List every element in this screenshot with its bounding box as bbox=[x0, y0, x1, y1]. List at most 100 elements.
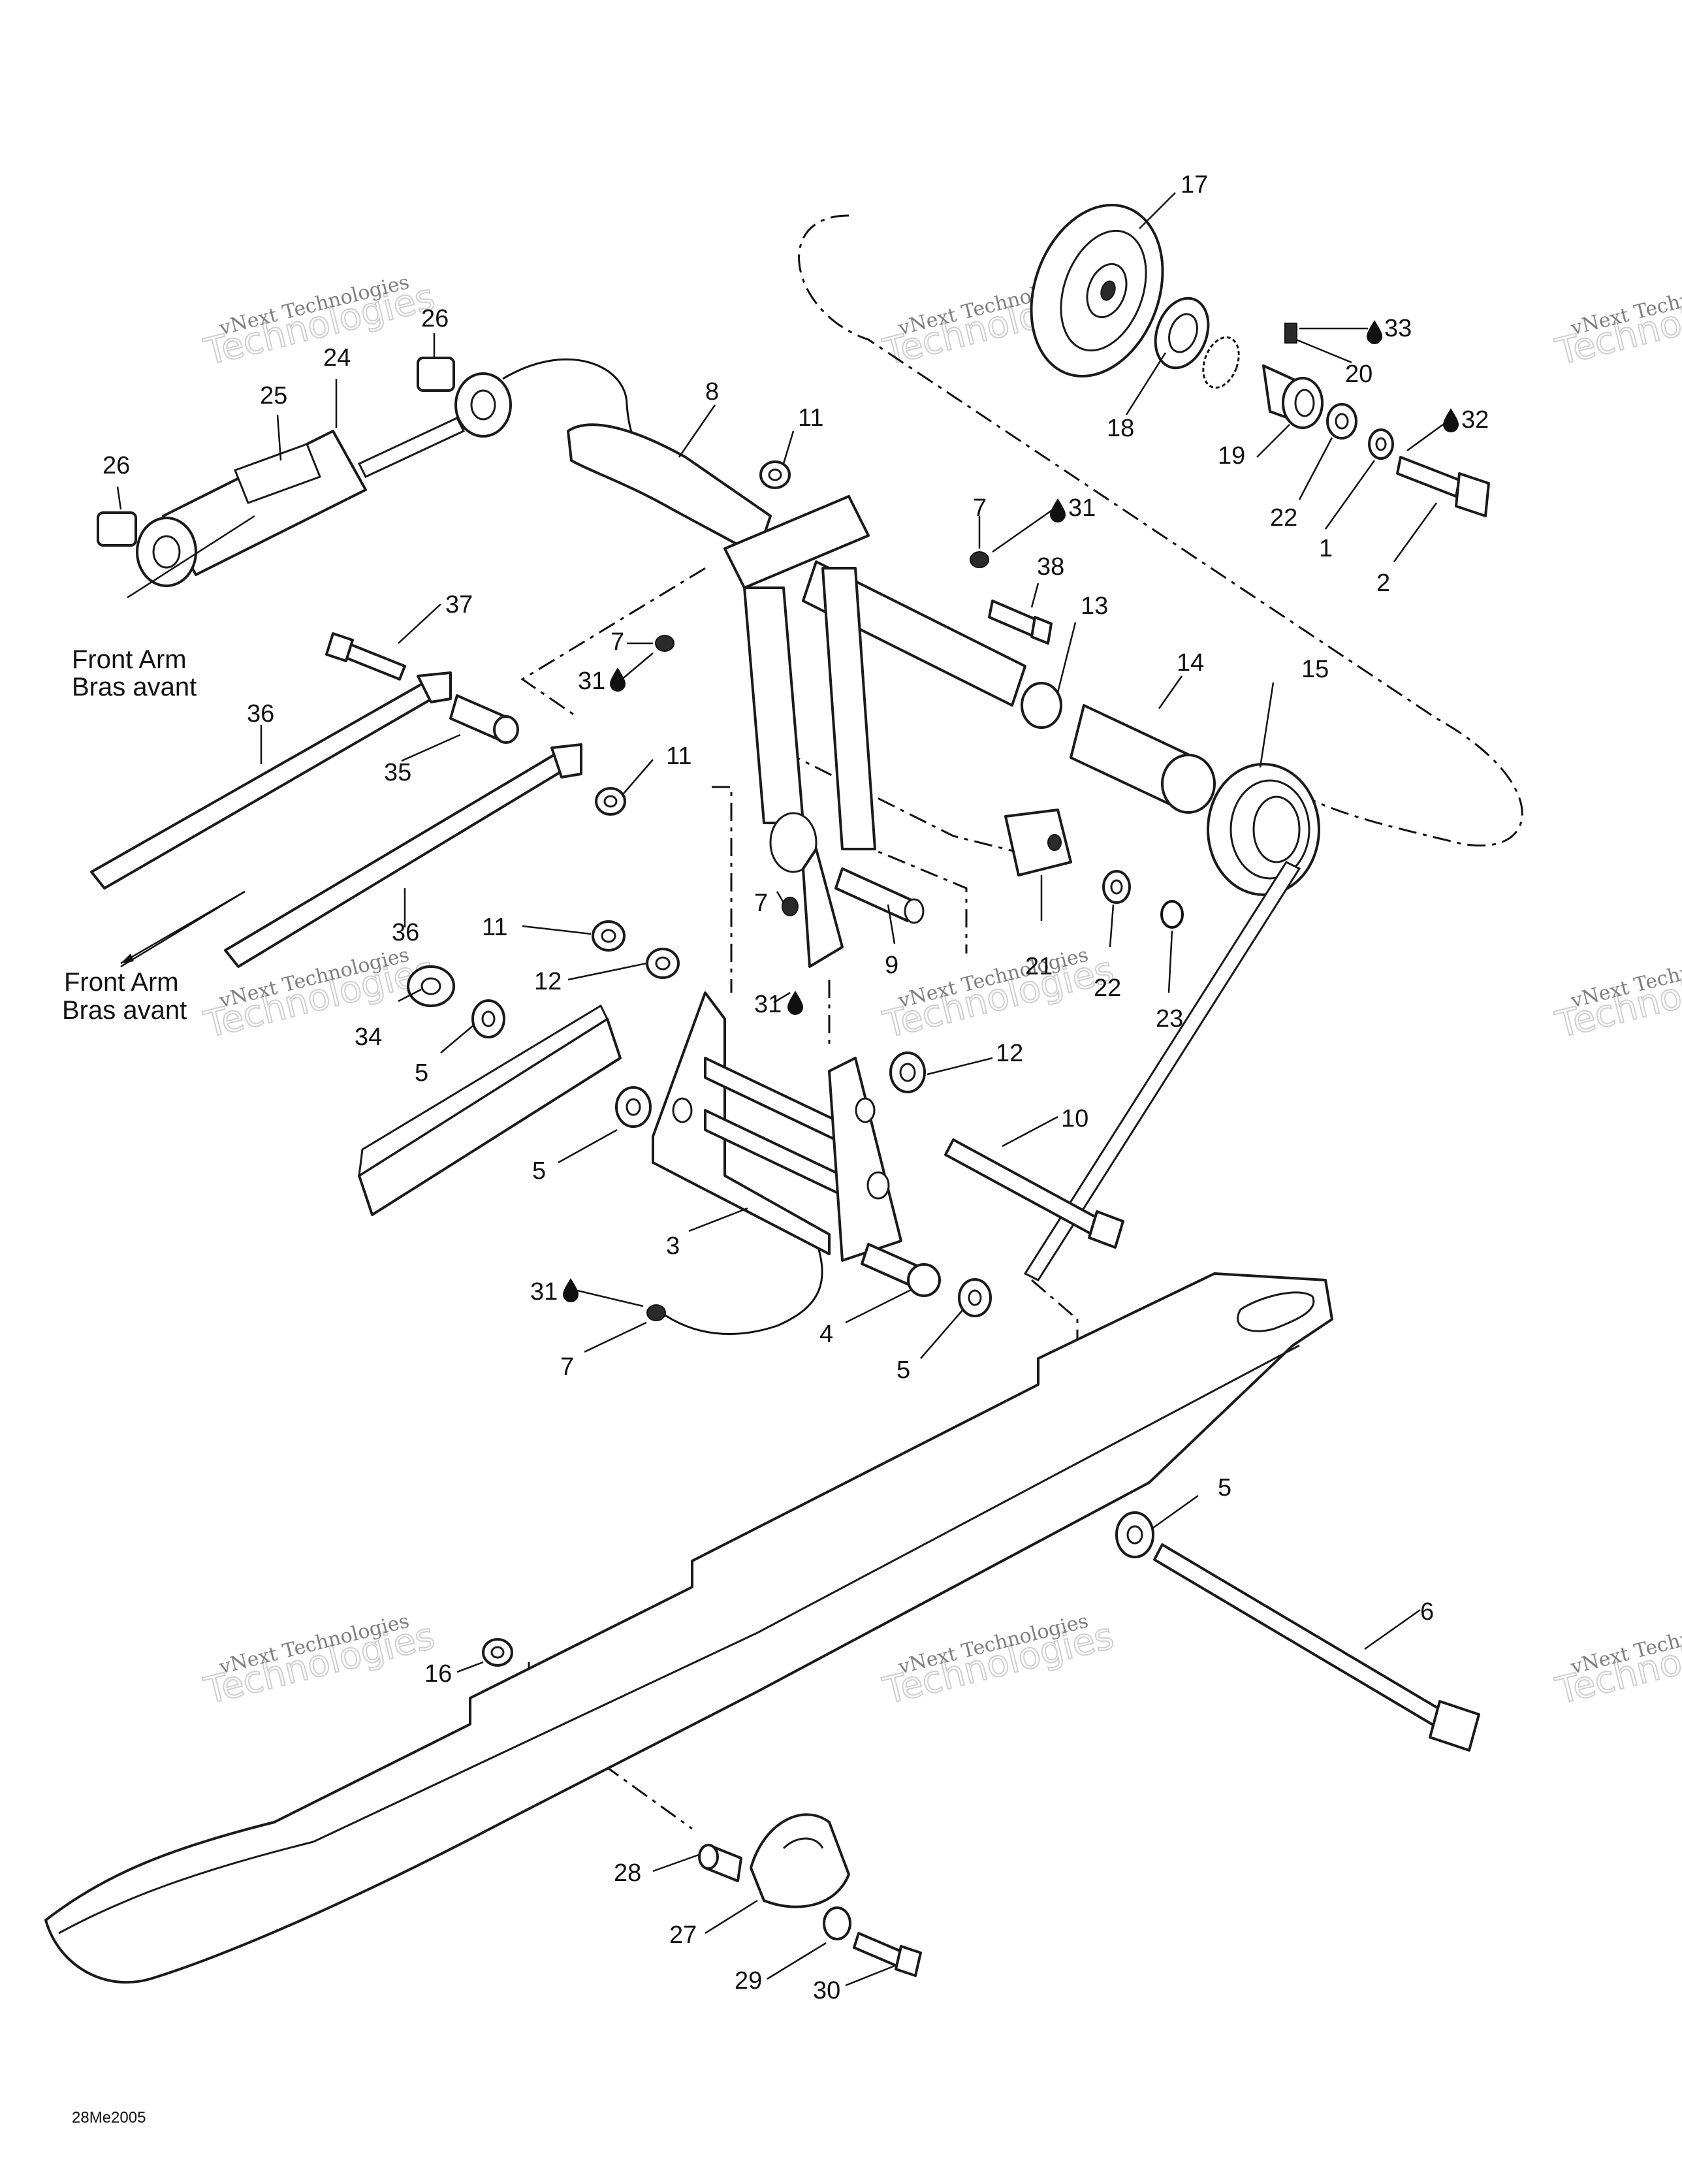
front-arm-note-en: Front Arm bbox=[72, 645, 187, 674]
spacer-tube-14 bbox=[1070, 704, 1216, 814]
callout-21: 21 bbox=[1025, 953, 1053, 980]
callout-5-a: 5 bbox=[415, 1059, 428, 1087]
callout-14: 14 bbox=[1177, 649, 1204, 677]
stopper-34 bbox=[407, 965, 455, 1007]
callout-labels: 17 18 19 20 33 22 1 2 32 14 15 13 38 31 … bbox=[103, 171, 1489, 2004]
slider-rail bbox=[358, 1004, 622, 1216]
callout-33: 33 bbox=[1384, 315, 1412, 342]
callout-6: 6 bbox=[1420, 1598, 1434, 1626]
grease-fitting-7-c bbox=[782, 897, 799, 916]
callout-31-c: 31 bbox=[754, 991, 782, 1018]
washer-12-left bbox=[646, 948, 680, 979]
nut-11-mid bbox=[595, 787, 626, 816]
callout-34: 34 bbox=[355, 1023, 382, 1051]
grease-drop-icon bbox=[1367, 320, 1382, 344]
slide-rail-runner bbox=[44, 1272, 1333, 1984]
callout-5-d: 5 bbox=[1218, 1474, 1231, 1502]
callout-26-lower: 26 bbox=[103, 452, 130, 479]
idler-wheel-17 bbox=[1030, 204, 1164, 377]
bolt-38 bbox=[988, 600, 1053, 645]
callout-22-lower: 22 bbox=[1094, 974, 1121, 1002]
callout-31-a: 31 bbox=[1068, 494, 1096, 522]
set-screw-20 bbox=[1284, 323, 1297, 344]
grease-drop-icon bbox=[1050, 498, 1066, 522]
callout-11-mid: 11 bbox=[666, 743, 691, 770]
callout-7-b: 7 bbox=[611, 628, 624, 656]
bushing-26-lower bbox=[97, 511, 137, 547]
pivot-link-assembly bbox=[723, 495, 876, 968]
stopper-27 bbox=[750, 1813, 850, 1908]
callout-36-lower: 36 bbox=[392, 919, 419, 946]
callout-9: 9 bbox=[885, 952, 898, 979]
arm-8 bbox=[567, 423, 772, 556]
bracket-3 bbox=[652, 991, 902, 1262]
relation-curve bbox=[652, 1240, 823, 1335]
bolt-30 bbox=[853, 1932, 922, 1977]
callout-20: 20 bbox=[1345, 361, 1373, 388]
callout-12-right: 12 bbox=[996, 1040, 1023, 1067]
front-arm-note-en: Front Arm bbox=[64, 968, 179, 997]
front-arm-note-fr: Bras avant bbox=[72, 673, 197, 701]
link-rod-36-lower bbox=[224, 743, 582, 968]
callout-26-upper: 26 bbox=[421, 305, 449, 332]
bolt-10 bbox=[944, 1138, 1124, 1249]
axle-4 bbox=[861, 1243, 941, 1297]
callout-24: 24 bbox=[323, 344, 351, 372]
lock-washer-1 bbox=[1368, 428, 1394, 460]
callout-25: 25 bbox=[260, 382, 287, 410]
grease-fitting-7-b bbox=[655, 635, 674, 652]
spacer-28 bbox=[698, 1844, 742, 1882]
callout-35: 35 bbox=[384, 759, 411, 786]
callout-17: 17 bbox=[1181, 171, 1208, 199]
callout-7-a: 7 bbox=[973, 494, 987, 522]
callout-8: 8 bbox=[705, 378, 719, 406]
callout-18: 18 bbox=[1107, 415, 1134, 442]
washer-5-a bbox=[471, 999, 505, 1038]
bolt-37 bbox=[325, 632, 406, 681]
front-arm-notes: Front Arm Bras avant Front Arm Bras avan… bbox=[62, 645, 197, 1025]
callout-16: 16 bbox=[424, 1660, 452, 1688]
front-arm-note-fr: Bras avant bbox=[62, 996, 187, 1025]
callout-12-left: 12 bbox=[534, 968, 562, 995]
callout-19: 19 bbox=[1218, 442, 1245, 470]
link-rod-36-upper bbox=[90, 671, 452, 890]
callout-5-b: 5 bbox=[532, 1157, 546, 1185]
stopper-21 bbox=[1004, 809, 1072, 876]
nut-11-low bbox=[592, 920, 626, 952]
circlip-23 bbox=[1160, 900, 1184, 929]
callout-28: 28 bbox=[614, 1859, 641, 1887]
callout-13: 13 bbox=[1081, 592, 1108, 620]
callout-31-d: 31 bbox=[530, 1278, 558, 1306]
callout-32: 32 bbox=[1461, 406, 1489, 434]
grease-fitting-7-d bbox=[646, 1304, 666, 1321]
callout-7-d: 7 bbox=[560, 1353, 574, 1381]
washer-5-b bbox=[615, 1086, 652, 1128]
washer-22-lower bbox=[1102, 870, 1131, 904]
bearing-18 bbox=[1154, 297, 1210, 370]
bushing-26-upper bbox=[417, 357, 455, 392]
callout-36-upper: 36 bbox=[247, 700, 274, 728]
grease-fitting-7-a bbox=[970, 551, 989, 568]
callout-31-b: 31 bbox=[578, 667, 605, 695]
shock-absorber-24 bbox=[136, 372, 512, 587]
callout-4: 4 bbox=[819, 1321, 833, 1348]
grease-drop-icon bbox=[610, 667, 626, 692]
callout-15: 15 bbox=[1301, 656, 1329, 683]
bolt-2 bbox=[1396, 456, 1490, 517]
callout-38: 38 bbox=[1037, 553, 1064, 581]
callout-11-top: 11 bbox=[798, 404, 823, 432]
grease-drop-icon bbox=[563, 1278, 579, 1302]
washer-5-c bbox=[958, 1278, 992, 1317]
label-sticker-25 bbox=[234, 443, 321, 504]
washer-12-right bbox=[889, 1052, 926, 1093]
washer-5-d bbox=[1115, 1511, 1154, 1558]
callout-27: 27 bbox=[669, 1921, 697, 1949]
washer-22-upper bbox=[1326, 403, 1357, 440]
callout-23: 23 bbox=[1156, 1005, 1183, 1033]
callout-11-low: 11 bbox=[482, 914, 507, 941]
washer-29 bbox=[823, 1906, 851, 1940]
callout-29: 29 bbox=[735, 1967, 762, 1995]
grease-drop-icon bbox=[1443, 408, 1459, 432]
nut-16 bbox=[482, 1638, 513, 1667]
